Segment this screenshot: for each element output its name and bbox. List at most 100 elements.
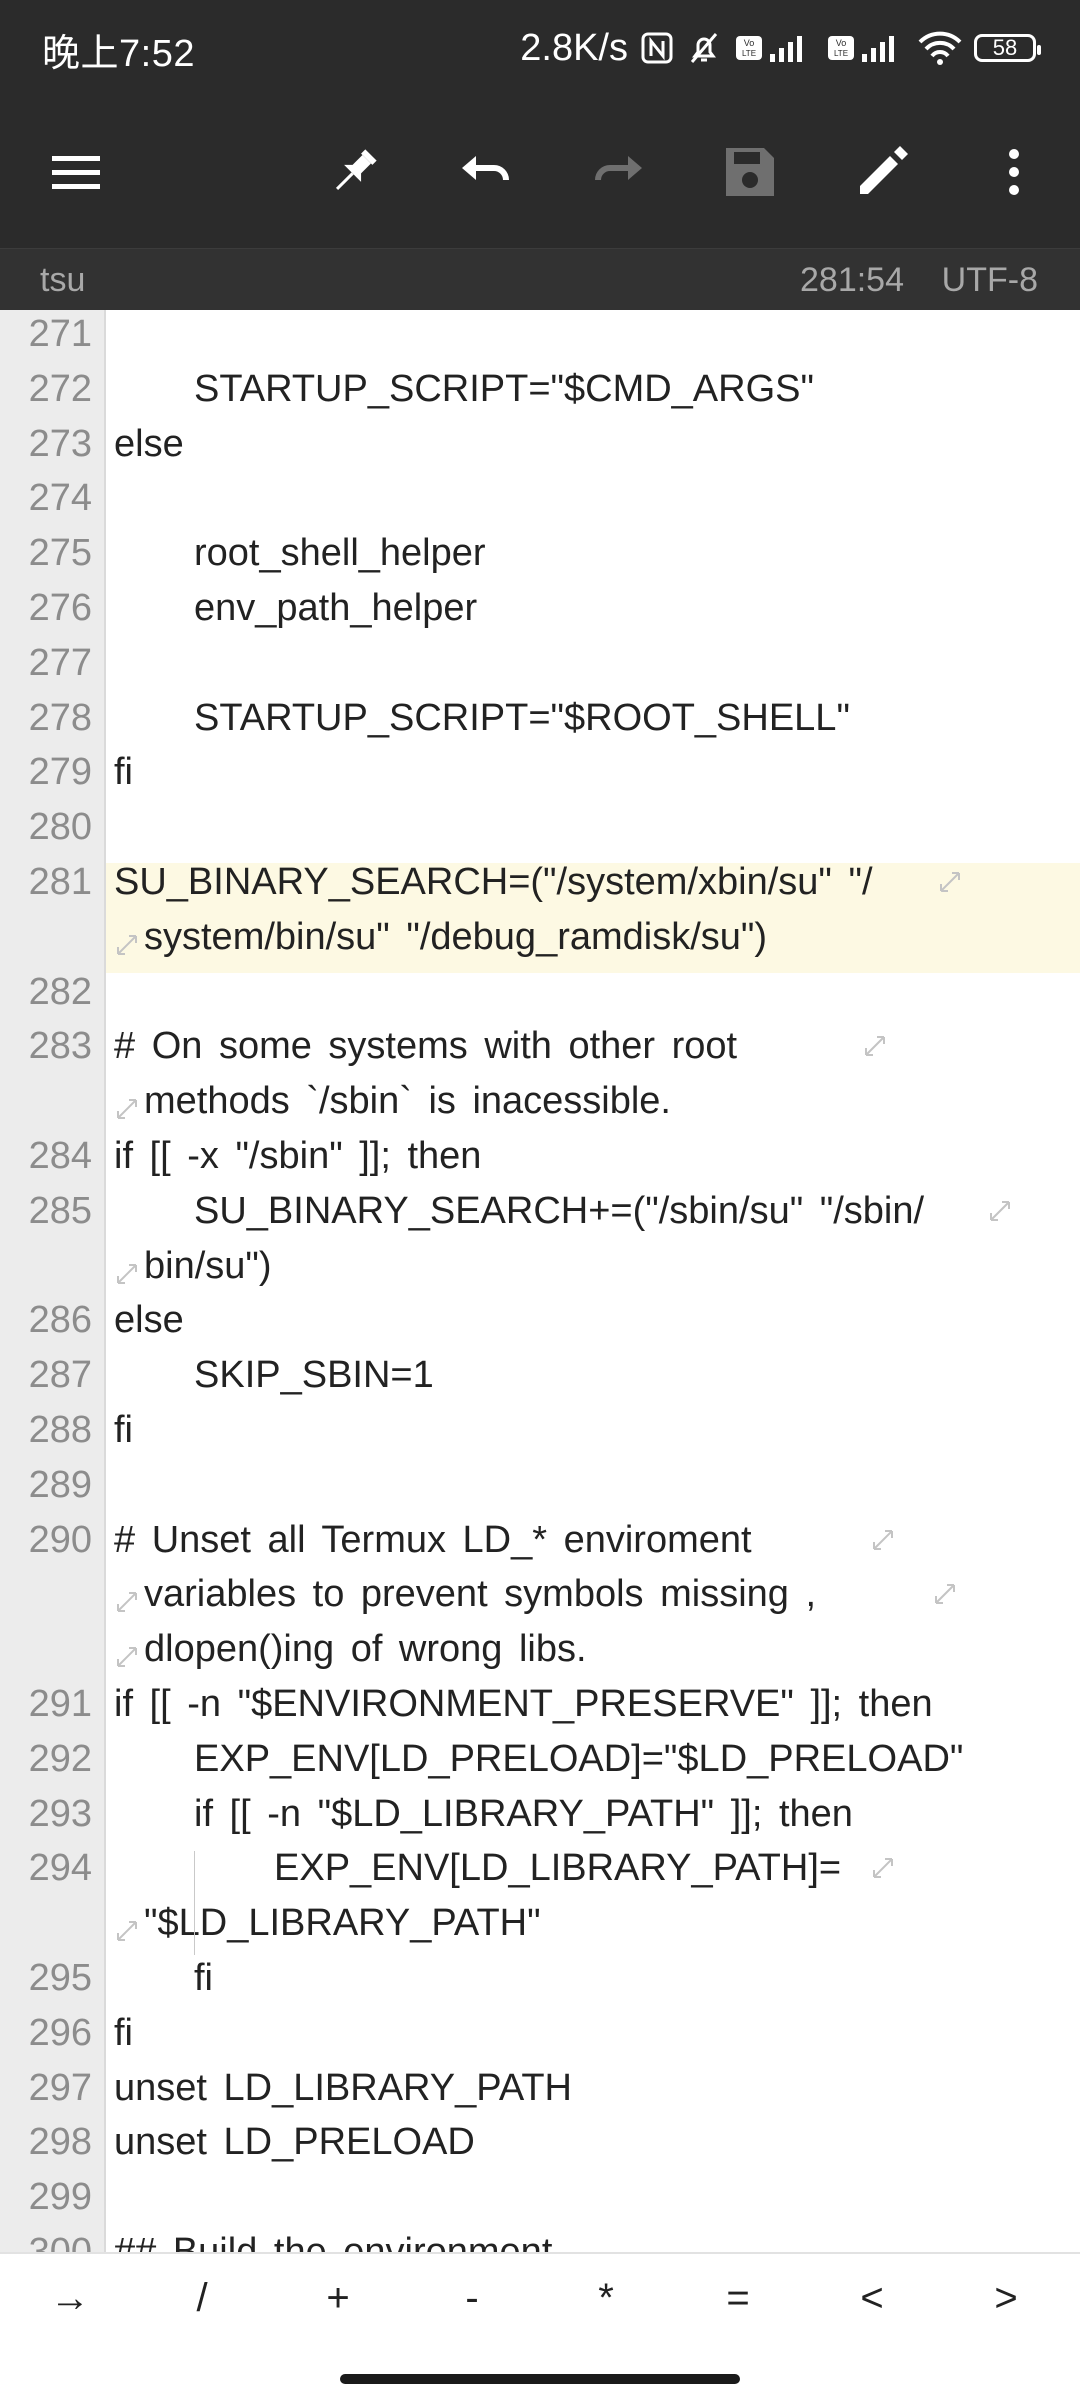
symbol-key[interactable]: > bbox=[994, 2276, 1018, 2320]
code-line: EXP_ENV[LD_PRELOAD]="$LD_PRELOAD" bbox=[194, 1737, 964, 1780]
line-number: 274 bbox=[28, 477, 92, 520]
line-number: 284 bbox=[28, 1135, 92, 1177]
current-line-highlight bbox=[106, 863, 1080, 973]
line-number: 292 bbox=[28, 1737, 92, 1780]
line-number: 271 bbox=[28, 313, 92, 355]
code-line: STARTUP_SCRIPT="$ROOT_SHELL" bbox=[194, 696, 850, 739]
line-number-gutter bbox=[0, 310, 106, 2252]
symbol-key[interactable]: * bbox=[598, 2276, 614, 2320]
code-line-wrapped: dlopen()ing of wrong libs. bbox=[144, 1628, 587, 1671]
code-line-wrapped: variables to prevent symbols missing , bbox=[144, 1573, 817, 1616]
code-line: SU_BINARY_SEARCH+=("/sbin/su" "/sbin/ bbox=[194, 1189, 925, 1232]
code-line-wrapped: methods `/sbin` is inacessible. bbox=[144, 1080, 671, 1123]
nfc-icon bbox=[640, 31, 674, 65]
line-number: 280 bbox=[28, 806, 92, 849]
code-line: else bbox=[114, 1299, 184, 1342]
line-number: 277 bbox=[28, 641, 92, 684]
code-line: STARTUP_SCRIPT="$CMD_ARGS" bbox=[194, 367, 814, 410]
code-line: SU_BINARY_SEARCH=("/system/xbin/su" "/ bbox=[114, 861, 873, 903]
line-number: 273 bbox=[28, 422, 92, 465]
undo-icon[interactable] bbox=[450, 136, 522, 208]
line-number: 290 bbox=[28, 1518, 92, 1561]
code-line: if [[ -n "$LD_LIBRARY_PATH" ]]; then bbox=[194, 1792, 853, 1835]
code-line: unset LD_LIBRARY_PATH bbox=[114, 2066, 572, 2109]
line-number: 285 bbox=[28, 1189, 92, 1232]
code-line: SKIP_SBIN=1 bbox=[194, 1354, 434, 1397]
wifi-icon bbox=[918, 30, 962, 66]
line-number: 294 bbox=[28, 1847, 92, 1890]
wrap-continue-icon bbox=[117, 1592, 137, 1613]
line-number: 281 bbox=[28, 861, 92, 903]
wrap-continue-icon bbox=[117, 934, 137, 955]
symbol-input-bar: → / + - * = < > bbox=[0, 2252, 1080, 2358]
wrap-end-icon bbox=[940, 872, 960, 892]
svg-text:Vo: Vo bbox=[836, 38, 847, 48]
symbol-key[interactable]: < bbox=[860, 2276, 884, 2320]
wrap-end-icon bbox=[873, 1858, 893, 1879]
symbol-key[interactable]: / bbox=[196, 2276, 208, 2320]
cursor-position: 281:54 bbox=[800, 261, 904, 299]
code-line: # Unset all Termux LD_* enviroment bbox=[114, 1518, 752, 1561]
wrap-end-icon bbox=[865, 1036, 885, 1057]
network-speed: 2.8K/s bbox=[520, 26, 628, 69]
line-number: 289 bbox=[28, 1463, 92, 1506]
more-icon[interactable] bbox=[978, 136, 1050, 208]
line-number: 291 bbox=[28, 1683, 92, 1725]
pin-icon[interactable] bbox=[318, 136, 390, 208]
wrap-end-icon bbox=[935, 1584, 955, 1605]
line-number: 283 bbox=[28, 1025, 92, 1068]
symbol-key[interactable]: → bbox=[50, 2276, 90, 2320]
line-number: 300 bbox=[28, 2231, 92, 2252]
line-number: 297 bbox=[28, 2066, 92, 2109]
line-number: 282 bbox=[28, 970, 92, 1013]
editor-toolbar bbox=[0, 96, 1080, 248]
code-line: # On some systems with other root bbox=[114, 1025, 738, 1068]
code-line: if [[ -n "$ENVIRONMENT_PRESERVE" ]]; the… bbox=[114, 1683, 933, 1725]
code-line: if [[ -x "/sbin" ]]; then bbox=[114, 1135, 482, 1177]
symbol-key[interactable]: + bbox=[326, 2276, 350, 2320]
symbol-key[interactable]: = bbox=[726, 2276, 750, 2320]
svg-text:LTE: LTE bbox=[834, 49, 848, 58]
line-number: 276 bbox=[28, 587, 92, 629]
code-line: EXP_ENV[LD_LIBRARY_PATH]= bbox=[274, 1847, 842, 1890]
battery-icon: 58 bbox=[974, 34, 1041, 62]
line-number: 295 bbox=[28, 1957, 92, 1999]
code-line: env_path_helper bbox=[194, 587, 478, 629]
file-name: tsu bbox=[40, 261, 86, 299]
line-number: 288 bbox=[28, 1409, 92, 1451]
symbol-key[interactable]: - bbox=[465, 2276, 479, 2320]
code-line: fi bbox=[114, 1409, 133, 1451]
edit-icon[interactable] bbox=[846, 136, 918, 208]
menu-icon[interactable] bbox=[40, 136, 112, 208]
status-time: 晚上7:52 bbox=[42, 33, 195, 75]
svg-text:LTE: LTE bbox=[742, 49, 756, 58]
line-number: 293 bbox=[28, 1792, 92, 1835]
code-line: fi bbox=[194, 1957, 213, 1999]
wrap-continue-icon bbox=[117, 1099, 137, 1120]
redo-icon[interactable] bbox=[582, 136, 654, 208]
file-info-bar: tsu 281:54 UTF-8 bbox=[0, 248, 1080, 311]
code-line-wrapped: system/bin/su" "/debug_ramdisk/su") bbox=[144, 915, 768, 958]
line-number: 275 bbox=[28, 532, 92, 575]
line-number: 298 bbox=[28, 2121, 92, 2164]
wrap-continue-icon bbox=[117, 1263, 137, 1284]
encoding-label[interactable]: UTF-8 bbox=[941, 261, 1038, 299]
line-number: 287 bbox=[28, 1354, 92, 1397]
line-number: 286 bbox=[28, 1299, 92, 1342]
code-editor[interactable]: 271 272 STARTUP_SCRIPT="$CMD_ARGS" 273 else 2… bbox=[0, 310, 1080, 2252]
save-icon[interactable] bbox=[714, 136, 786, 208]
code-line: else bbox=[114, 422, 184, 465]
line-number: 296 bbox=[28, 2011, 92, 2054]
code-line: ## Build the environment bbox=[114, 2231, 553, 2252]
code-line: fi bbox=[114, 2011, 133, 2054]
code-line: root_shell_helper bbox=[194, 532, 486, 575]
home-indicator[interactable] bbox=[340, 2374, 740, 2384]
code-line-wrapped: bin/su") bbox=[144, 1244, 272, 1287]
code-line-wrapped: "$LD_LIBRARY_PATH" bbox=[144, 1902, 541, 1945]
code-line: fi bbox=[114, 751, 133, 794]
svg-text:Vo: Vo bbox=[744, 38, 755, 48]
line-number: 272 bbox=[28, 367, 92, 410]
